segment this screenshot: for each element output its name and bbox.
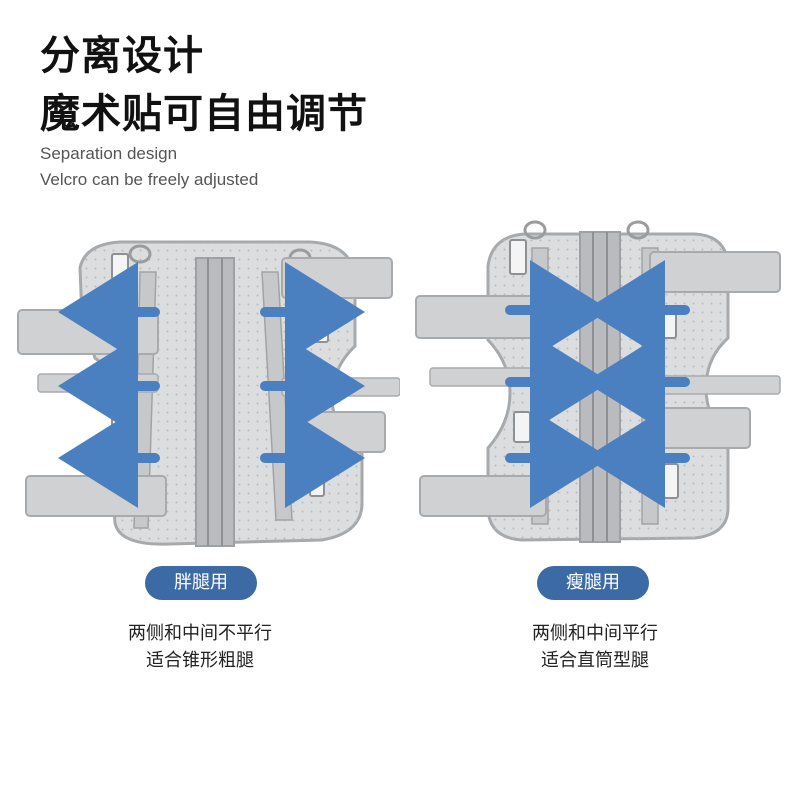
brace-image-thin-leg bbox=[415, 220, 781, 543]
description-thin-leg: 两侧和中间平行 适合直筒型腿 bbox=[395, 620, 795, 674]
description-line-2: 适合直筒型腿 bbox=[541, 650, 649, 671]
description-line-1: 两侧和中间不平行 bbox=[128, 623, 272, 644]
description-line-2: 适合锥形粗腿 bbox=[146, 650, 254, 671]
headline-line-1: 分离设计 bbox=[40, 33, 204, 79]
subtitle-line-2: Velcro can be freely adjusted bbox=[40, 170, 259, 189]
arrows-inward bbox=[505, 260, 690, 508]
label-fat-leg: 胖腿用 bbox=[145, 566, 257, 600]
arrows-outward bbox=[58, 262, 365, 508]
headline-line-2: 魔术贴可自由调节 bbox=[40, 91, 368, 137]
label-thin-leg: 瘦腿用 bbox=[537, 566, 649, 600]
description-line-1: 两侧和中间平行 bbox=[532, 623, 658, 644]
brace-image-fat-leg bbox=[17, 240, 400, 547]
subtitle-line-1: Separation design bbox=[40, 144, 178, 163]
description-fat-leg: 两侧和中间不平行 适合锥形粗腿 bbox=[0, 620, 400, 674]
